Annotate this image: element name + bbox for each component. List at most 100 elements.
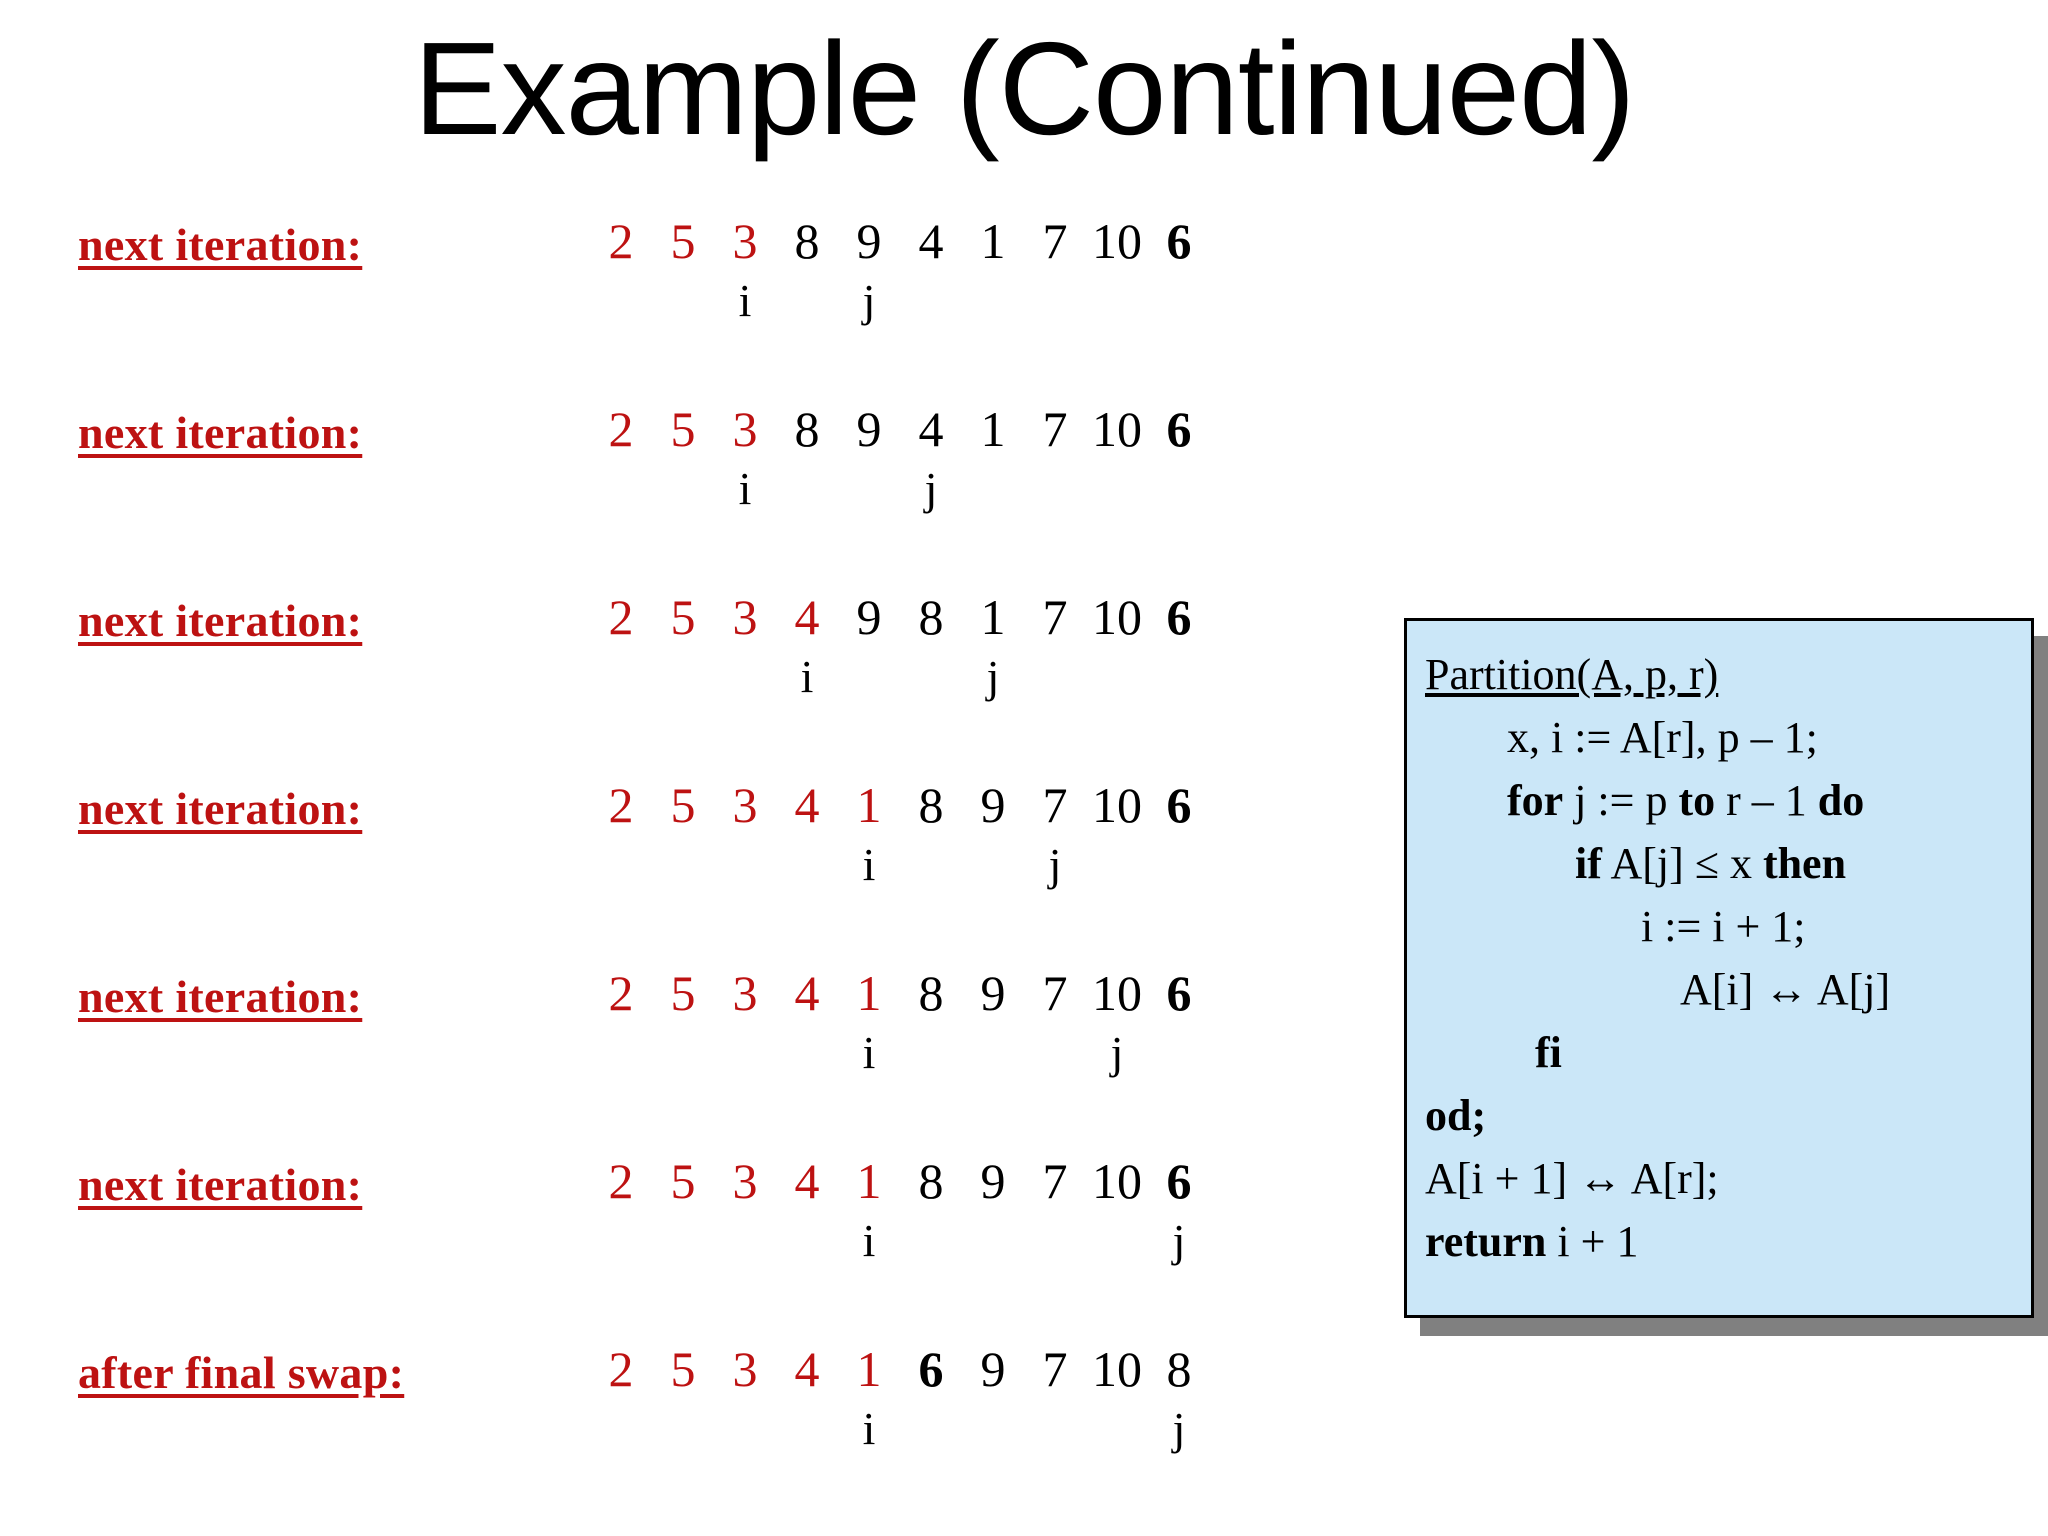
code-text: ≤ (1694, 839, 1719, 888)
pointer-slot-empty (590, 1210, 652, 1272)
array-value: 8 (794, 401, 820, 457)
array-cell: 7 (1024, 400, 1086, 520)
pointer-i: i (862, 1027, 876, 1078)
array-cell: 10 (1086, 212, 1148, 332)
array-cell: 2 (590, 776, 652, 896)
array-value: 1 (980, 213, 1006, 269)
array-value: 9 (980, 777, 1006, 833)
code-line-inc: i := i + 1; (1425, 895, 2021, 958)
code-text: := (1597, 776, 1635, 825)
pointer-slot-empty (714, 1210, 776, 1272)
pointer-slot-empty (900, 834, 962, 896)
array-value: 2 (608, 1341, 634, 1397)
code-keyword: to (1678, 776, 1716, 825)
array-cell: 3 (714, 1340, 776, 1460)
array-cell: 8 (900, 588, 962, 708)
code-line-od: od; (1425, 1084, 2021, 1147)
pointer-slot-empty (714, 1398, 776, 1460)
code-text (1774, 776, 1785, 825)
pointer-slot-empty (962, 270, 1024, 332)
array-value: 9 (856, 401, 882, 457)
code-keyword: for (1507, 776, 1564, 825)
pointer-j: j (1048, 839, 1062, 890)
pointer-i: i (862, 839, 876, 890)
array-value: 2 (608, 401, 634, 457)
pointer-slot-empty (590, 270, 652, 332)
pointer-slot-empty (838, 646, 900, 708)
array-value: 3 (732, 401, 758, 457)
pointer-slot-empty (590, 1398, 652, 1460)
array-value: 2 (608, 1153, 634, 1209)
pointer-slot-empty (962, 834, 1024, 896)
array-cell: 10 (1086, 588, 1148, 708)
trace-row-label: next iteration: (78, 595, 363, 646)
code-line-swap-ij: A[i] ↔ A[j] (1425, 958, 2021, 1021)
pointer-slot-empty (900, 646, 962, 708)
pointer-j: j (986, 651, 1000, 702)
array-cell: 3 (714, 1152, 776, 1272)
array-cell: 2 (590, 1340, 652, 1460)
array-value: 6 (1166, 589, 1192, 645)
array-value: 10 (1092, 777, 1142, 833)
array-value: 7 (1042, 401, 1068, 457)
array-value: 2 (608, 589, 634, 645)
code-line-signature: Partition(A, p, r) (1425, 643, 2021, 706)
code-line-init: x, i := A[r], p – 1; (1425, 706, 2021, 769)
code-text (1715, 776, 1726, 825)
array-cell: 2 (590, 588, 652, 708)
pointer-slot-empty (900, 1022, 962, 1084)
array-cell: 9 (962, 776, 1024, 896)
array-value: 9 (856, 589, 882, 645)
array-value: 3 (732, 589, 758, 645)
code-keyword: if (1575, 839, 1602, 888)
array-value: 1 (856, 1341, 882, 1397)
pointer-slot-empty (1148, 458, 1210, 520)
array-cell: 3 (714, 776, 776, 896)
array-cell: 1 (962, 212, 1024, 332)
array-cell: 2 (590, 400, 652, 520)
array-value: 7 (1042, 777, 1068, 833)
array-cell: 10 (1086, 776, 1148, 896)
array-value: 8 (1166, 1341, 1192, 1397)
array-value: 3 (732, 213, 758, 269)
pointer-i: i (800, 651, 814, 702)
code-text (1570, 1217, 1581, 1266)
code-text: r (1726, 776, 1741, 825)
pointer-slot-empty (652, 646, 714, 708)
code-line-for: for j := p to r – 1 do (1425, 769, 2021, 832)
trace-row-label: next iteration: (78, 407, 363, 458)
pointer-j: j (1172, 1403, 1186, 1454)
array-value: 1 (980, 401, 1006, 457)
code-text: A[i + 1] ↔ A[r]; (1425, 1154, 1719, 1203)
pointer-i: i (738, 275, 752, 326)
array-value: 4 (794, 1341, 820, 1397)
pointer-j: j (1110, 1027, 1124, 1078)
pointer-slot-empty (590, 458, 652, 520)
code-text (1546, 1217, 1557, 1266)
array-value: 4 (794, 1153, 820, 1209)
pointer-j: j (1172, 1215, 1186, 1266)
pointer-i: i (862, 1215, 876, 1266)
array-value: 6 (1166, 777, 1192, 833)
array-value: 6 (918, 1341, 944, 1397)
pointer-slot-empty (652, 1210, 714, 1272)
code-line-fi: fi (1425, 1021, 2021, 1084)
pointer-i: i (738, 463, 752, 514)
array-value: 4 (794, 965, 820, 1021)
code-text: A[j] (1610, 839, 1684, 888)
code-text: p (1645, 776, 1668, 825)
code-text: j (1574, 776, 1587, 825)
trace-row-label: after final swap: (78, 1347, 405, 1398)
array-cell: 9 (962, 964, 1024, 1084)
pointer-slot-empty (1024, 270, 1086, 332)
array-cell: 4 (900, 212, 962, 332)
